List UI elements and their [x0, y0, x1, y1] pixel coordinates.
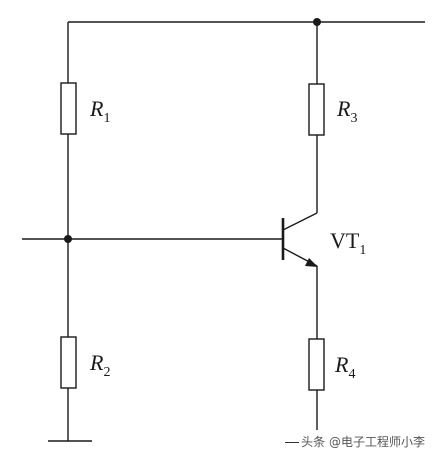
label-r3: R3 [336, 96, 357, 126]
watermark: 头条 @电子工程师小李 [283, 433, 427, 450]
label-r1: R1 [89, 96, 110, 126]
watermark-text: 头条 @电子工程师小李 [301, 435, 425, 449]
label-r2: R2 [89, 350, 110, 380]
label-r4: R4 [334, 352, 355, 382]
emitter-arrow-icon [305, 258, 318, 267]
transistor-vt1 [281, 212, 318, 267]
resistor-r1 [60, 82, 77, 135]
resistor-r4 [308, 338, 325, 391]
base-junction-dot [64, 235, 72, 243]
resistor-r3 [308, 83, 325, 136]
transistor-collector-lead [282, 212, 318, 231]
watermark-dash [285, 442, 300, 443]
label-vt1: VT1 [330, 228, 366, 258]
resistor-r2 [60, 336, 77, 389]
